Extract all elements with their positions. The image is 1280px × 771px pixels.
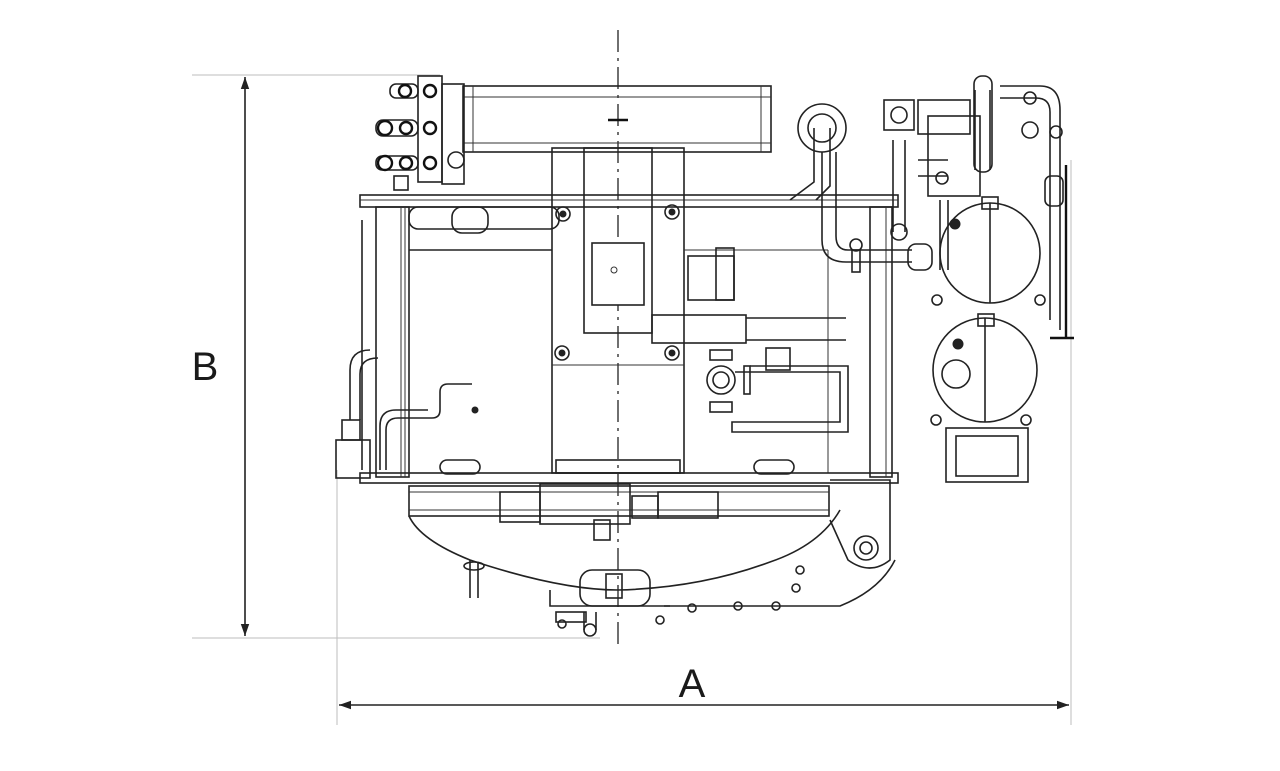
dimension-b: B: [192, 74, 600, 639]
pivot-wheel: [853, 535, 879, 561]
right-post: [869, 206, 893, 478]
pipe-flange: [797, 103, 847, 153]
left-post: [375, 206, 410, 478]
bowl: [408, 509, 841, 591]
top-box: [462, 85, 772, 153]
dimension-label-b: B: [192, 345, 219, 389]
left-control-column: [417, 75, 443, 183]
base-tray: [945, 427, 1029, 483]
arm-holes: [687, 565, 805, 613]
bottom-rail: [359, 472, 899, 484]
column-plate: [591, 242, 645, 306]
lower-carriage: [408, 485, 830, 517]
dimension-label-a: A: [679, 662, 706, 706]
dimension-a: A: [336, 160, 1072, 725]
cross-bar: [651, 314, 747, 344]
lower-tank: [930, 313, 1038, 426]
machine-outline: [335, 30, 1074, 645]
valve-body: [706, 365, 736, 395]
top-rail: [359, 194, 899, 208]
upper-tank: [931, 196, 1046, 306]
column-bolts: [554, 204, 680, 361]
gauge-square: [883, 99, 915, 131]
left-valves: [375, 83, 465, 191]
